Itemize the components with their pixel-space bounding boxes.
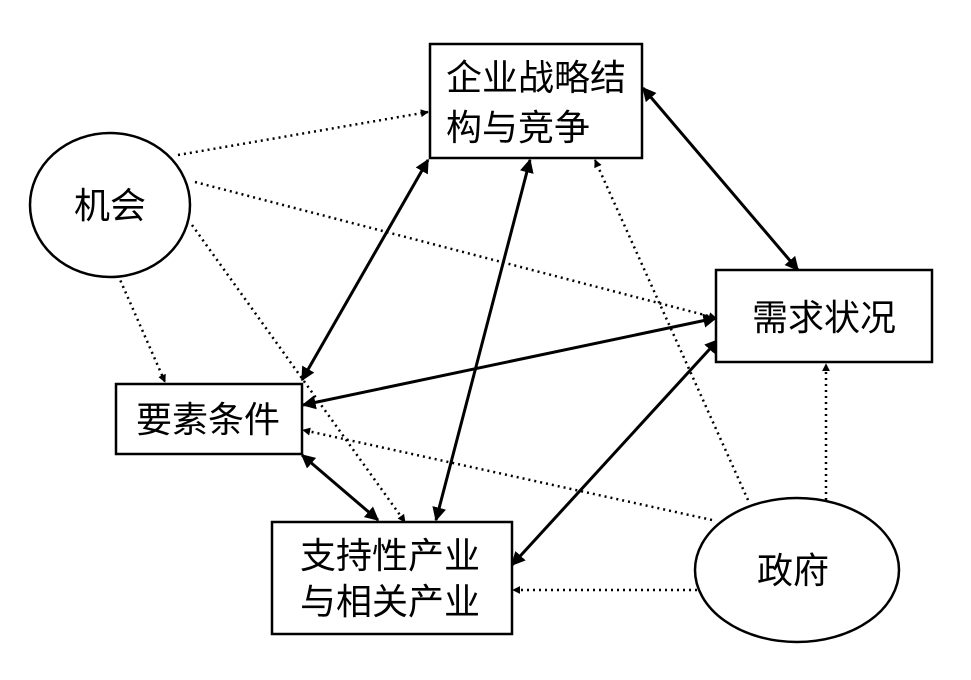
node-related-line2: 与相关产业: [300, 582, 480, 623]
arrow-government-factor: [302, 427, 713, 522]
node-related-line1: 支持性产业: [300, 536, 480, 577]
arrow-demand-factor: [301, 313, 718, 410]
dotted-arrows: [116, 109, 830, 594]
arrow-demand-related: [510, 338, 720, 567]
node-chance-label: 机会: [74, 186, 146, 227]
arrow-chance-factor: [116, 274, 167, 383]
arrow-factor-related: [300, 453, 380, 522]
arrow-chance-demand: [194, 180, 717, 321]
arrow-strategy-demand: [641, 86, 800, 272]
node-related: 支持性产业 与相关产业: [270, 520, 514, 636]
node-government: 政府: [693, 496, 901, 644]
node-demand: 需求状况: [714, 268, 934, 364]
node-factor-label: 要素条件: [136, 400, 280, 441]
arrow-government-strategy: [593, 159, 750, 501]
node-government-label: 政府: [757, 551, 829, 592]
node-strategy-line2: 构与竞争: [446, 108, 590, 149]
arrow-strategy-related: [432, 158, 534, 522]
node-strategy-line1: 企业战略结: [446, 58, 626, 99]
arrow-chance-related: [190, 224, 407, 523]
node-chance: 机会: [28, 131, 192, 279]
node-factor: 要素条件: [114, 382, 304, 456]
arrow-strategy-factor: [300, 158, 430, 382]
node-strategy: 企业战略结 构与竞争: [428, 42, 644, 160]
solid-arrows: [300, 86, 800, 567]
node-demand-label: 需求状况: [752, 298, 896, 339]
arrow-chance-strategy: [177, 109, 429, 157]
